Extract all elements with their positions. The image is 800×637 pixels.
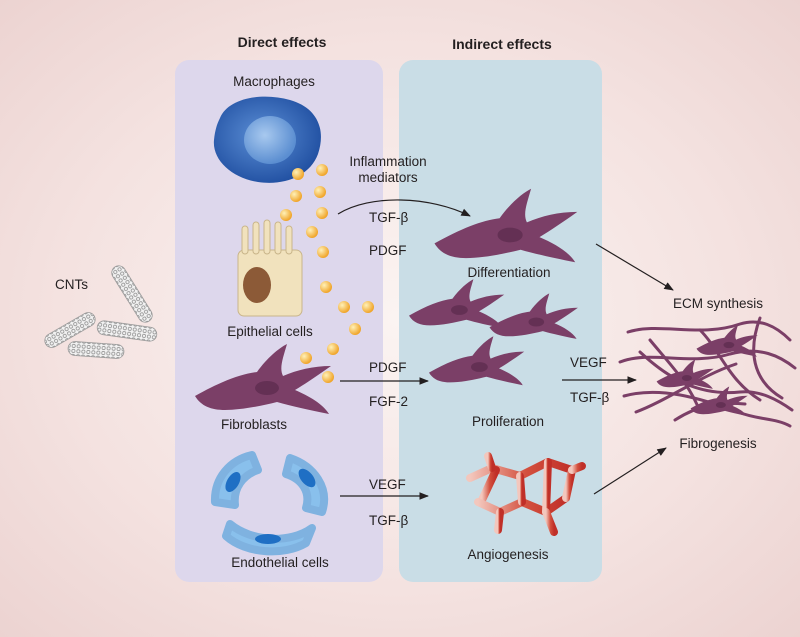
arrow-to-differentiation [337, 199, 471, 217]
factor-vegf-2: VEGF [369, 477, 406, 492]
fibrogenesis-label: Fibrogenesis [679, 436, 757, 451]
proliferation-label: Proliferation [471, 414, 545, 429]
endothelial-cells-label: Endothelial cells [231, 555, 329, 570]
factor-tgf-beta-3: TGF-β [369, 513, 409, 528]
blood-vessel-network [466, 452, 586, 536]
factor-pdgf-2: PDGF [369, 360, 407, 375]
macrophage-cell [213, 96, 321, 183]
indirect-effects-header: Indirect effects [452, 36, 552, 52]
epithelial-cells-label: Epithelial cells [227, 324, 313, 339]
arrow-to-ecm-synthesis [595, 243, 674, 291]
arrow-angiogenesis-to-fibrogenesis [593, 447, 667, 495]
factor-tgf-beta-1: TGF-β [369, 210, 409, 225]
inflammation-mediators-label: Inflammation mediators [349, 154, 427, 185]
ecm-synthesis-label: ECM synthesis [672, 296, 764, 311]
indirect-effects-panel [399, 60, 602, 582]
macrophages-label: Macrophages [233, 74, 315, 89]
factor-pdgf-1: PDGF [369, 243, 407, 258]
factor-vegf-1: VEGF [570, 355, 607, 370]
endothelial-cells [210, 451, 328, 556]
factor-fgf-2: FGF-2 [369, 394, 408, 409]
factor-tgf-beta-2: TGF-β [570, 390, 610, 405]
differentiation-label: Differentiation [467, 265, 551, 280]
angiogenesis-label: Angiogenesis [467, 547, 549, 562]
cnts-label: CNTs [55, 277, 88, 292]
direct-effects-panel [175, 60, 383, 582]
fibroblasts-label: Fibroblasts [220, 417, 288, 432]
inflammation-particles [280, 164, 374, 383]
direct-effects-header: Direct effects [237, 34, 327, 50]
carbon-nanotubes [44, 265, 158, 359]
epithelial-cell [237, 219, 303, 317]
ecm-fibroblast-2 [656, 359, 714, 389]
